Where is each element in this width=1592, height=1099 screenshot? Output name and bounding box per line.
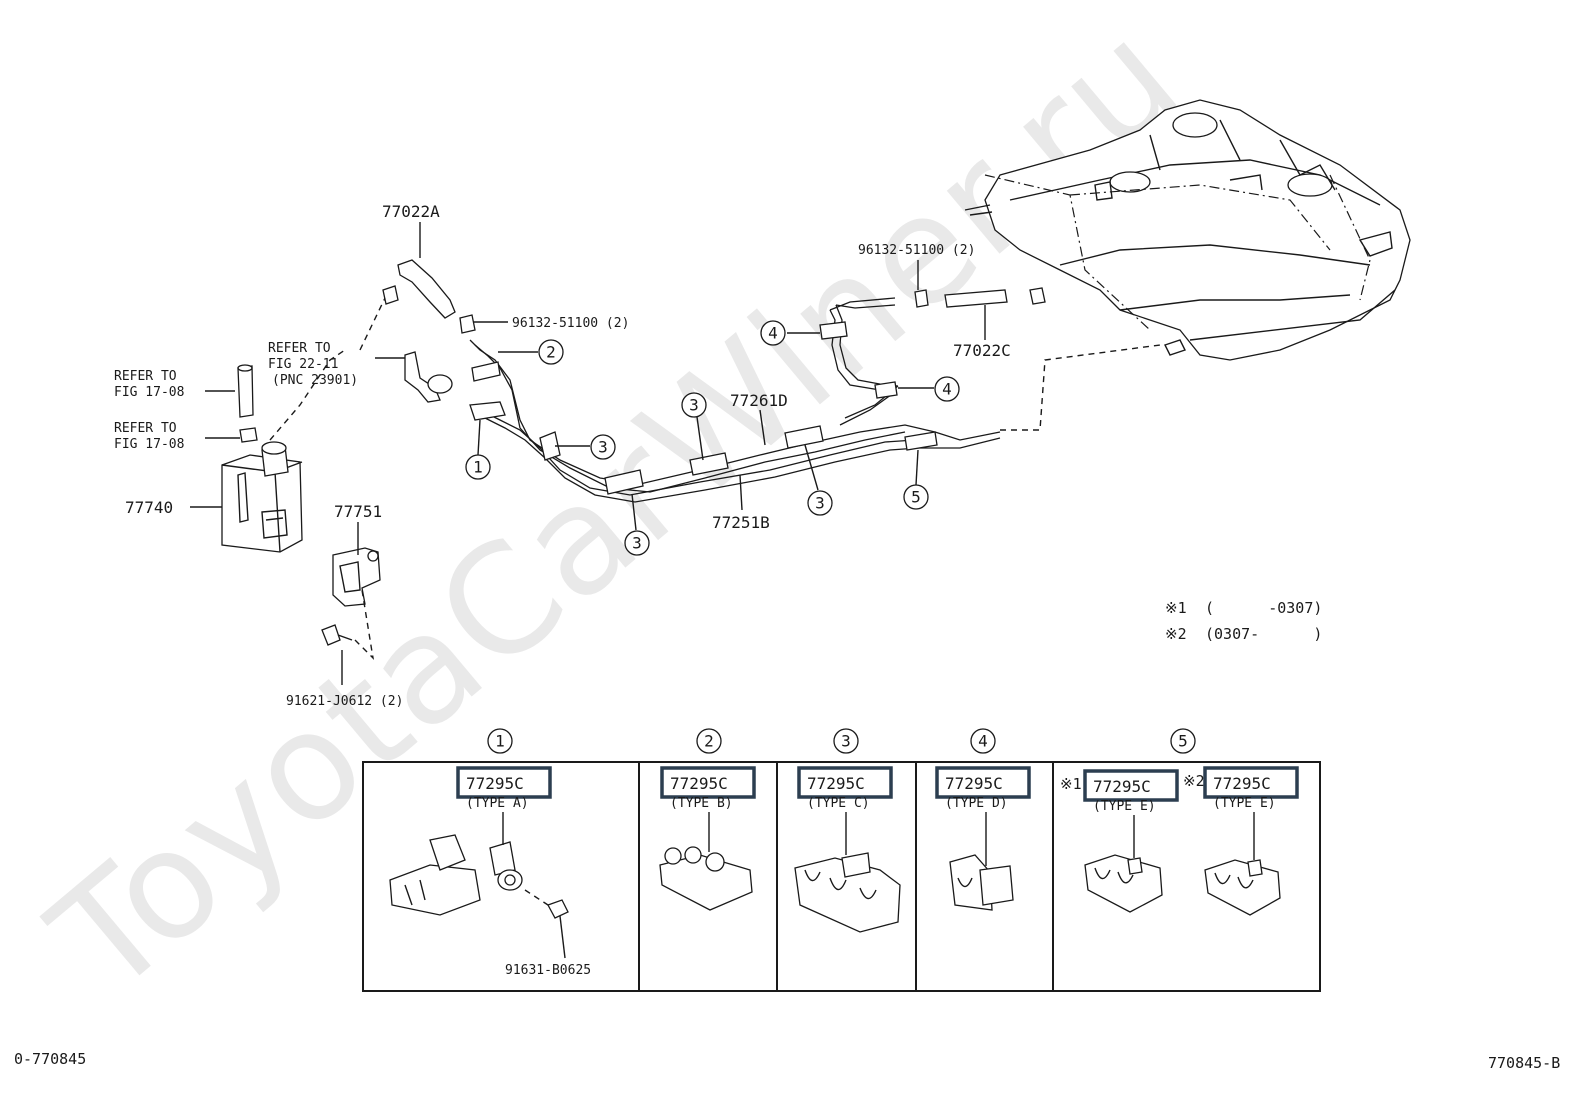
- callout-2: 2: [546, 343, 556, 362]
- callout-5: 5: [911, 488, 921, 507]
- legend-2-partno: 77295C: [670, 774, 728, 793]
- fuel-lines: [382, 259, 1046, 503]
- clamp-type-a: [389, 834, 523, 916]
- legend-4-partno: 77295C: [945, 774, 1003, 793]
- legend-3-partno: 77295C: [807, 774, 865, 793]
- note1-text: ( -0307): [1205, 599, 1322, 617]
- legend-3-type: (TYPE C): [807, 796, 870, 811]
- clamp-type-e-2: [1204, 859, 1281, 916]
- ref3-line3: (PNC 23901): [272, 373, 358, 388]
- doc-code-left: 0-770845: [14, 1050, 86, 1068]
- label-clamp-right: 96132-51100 (2): [858, 243, 975, 258]
- label-77751: 77751: [334, 502, 382, 521]
- legend-bolt: 91631-B0625: [505, 963, 591, 978]
- fuel-tank: [964, 99, 1411, 361]
- ref2-line1: REFER TO: [114, 421, 177, 436]
- legend-num-1: 1: [495, 732, 505, 751]
- doc-code-right: 770845-B: [1488, 1054, 1560, 1072]
- charcoal-canister: [221, 441, 303, 553]
- callout-1: 1: [473, 458, 483, 477]
- watermark: ToyotaCarWiner.ru: [21, 0, 1212, 1028]
- legend-num-2: 2: [704, 732, 714, 751]
- callouts-main: 1 2 3 3 3 3 4 4 5: [465, 320, 960, 556]
- callout-3b: 3: [689, 396, 699, 415]
- label-bolt: 91621-J0612 (2): [286, 694, 403, 709]
- note2-text: (0307- ): [1205, 625, 1322, 643]
- legend-5a-partno: 77295C: [1093, 777, 1151, 796]
- callout-4b: 4: [942, 380, 952, 399]
- legend-4-type: (TYPE D): [945, 796, 1008, 811]
- small-clip: [239, 427, 258, 443]
- leader-lines: [190, 222, 986, 685]
- label-clamp-upper: 96132-51100 (2): [512, 316, 629, 331]
- legend-5b-type: (TYPE E): [1213, 796, 1276, 811]
- callout-3c: 3: [632, 534, 642, 553]
- hose-dash: [359, 297, 386, 351]
- label-77740: 77740: [125, 498, 173, 517]
- clamp-type-e-1: [1084, 854, 1163, 913]
- callout-4a: 4: [768, 324, 778, 343]
- ref3-line1: REFER TO: [268, 341, 331, 356]
- note1-mark: ※1: [1165, 599, 1187, 617]
- legend-num-5: 5: [1178, 732, 1188, 751]
- ref2-line2: FIG 17-08: [114, 437, 184, 452]
- legend-5a-type: (TYPE E): [1093, 799, 1156, 814]
- legend-1-partno: 77295C: [466, 774, 524, 793]
- clamp-bolt: [547, 899, 569, 919]
- legend-num-3: 3: [841, 732, 851, 751]
- callout-3d: 3: [815, 494, 825, 513]
- bolt-91621: [321, 624, 353, 646]
- callout-3a: 3: [598, 438, 608, 457]
- legend-num-4: 4: [978, 732, 988, 751]
- legend-5-mark2: ※2: [1183, 772, 1205, 790]
- ref1-line1: REFER TO: [114, 369, 177, 384]
- bracket-77751: [332, 547, 381, 607]
- bolt-dash: [354, 589, 375, 661]
- label-77022c: 77022C: [953, 341, 1011, 360]
- canister-dash: [269, 349, 346, 441]
- clamp-type-c: [794, 852, 901, 933]
- clamp-type-b: [659, 846, 753, 911]
- ref3-line2: FIG 22-11: [268, 357, 338, 372]
- legend-5b-partno: 77295C: [1213, 774, 1271, 793]
- legend-table: 1 2 3 4 5 77295C (TYPE A) 91631-B0625 77…: [362, 728, 1321, 992]
- legend-1-type: (TYPE A): [466, 796, 529, 811]
- clamp-type-d: [949, 854, 1014, 911]
- ref1-line2: FIG 17-08: [114, 385, 184, 400]
- label-77261d: 77261D: [730, 391, 788, 410]
- label-77251b: 77251B: [712, 513, 770, 532]
- note2-mark: ※2: [1165, 625, 1187, 643]
- vent-tube: [237, 365, 254, 418]
- legend-2-type: (TYPE B): [670, 796, 733, 811]
- label-77022a: 77022A: [382, 202, 440, 221]
- tank-dash: [1000, 344, 1161, 431]
- legend-5-mark1: ※1: [1060, 775, 1082, 793]
